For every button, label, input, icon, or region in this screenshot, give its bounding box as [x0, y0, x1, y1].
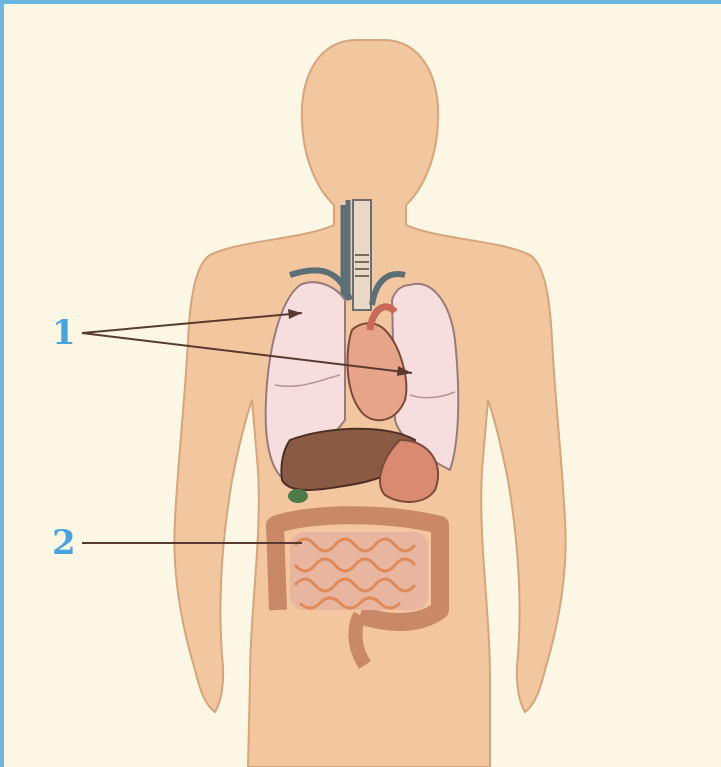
gallbladder	[288, 489, 308, 503]
label-1: 1	[52, 316, 76, 350]
small-intestine-area	[290, 532, 428, 610]
label-2: 2	[52, 526, 76, 560]
